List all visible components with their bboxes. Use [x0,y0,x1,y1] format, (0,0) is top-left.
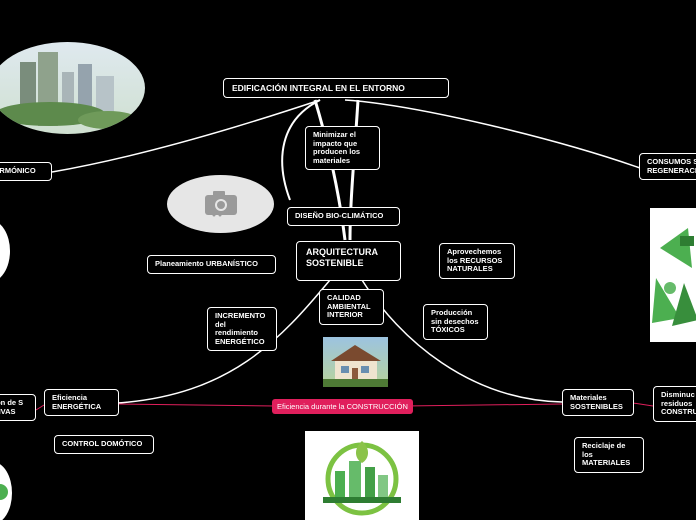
materiales-sostenibles-node[interactable]: Materiales SOSTENIBLES [562,389,634,416]
diseno-bioclimatico-node[interactable]: DISEÑO BIO-CLIMÁTICO [287,207,400,226]
produccion-sin-desechos-node[interactable]: Producción sin desechos TÓXICOS [423,304,488,340]
root-topic[interactable]: EDIFICACIÓN INTEGRAL EN EL ENTORNO [223,78,449,98]
minimizar-impacto-node[interactable]: Minimizar el impacto que producen los ma… [305,126,380,170]
incremento-energetico-node[interactable]: INCREMENTO del rendimiento ENERGÉTICO [207,307,277,351]
city-towers-image [0,42,145,134]
left-edge-node-bottom[interactable]: ión de S TIVAS [0,394,36,421]
eficiencia-energetica-node[interactable]: Eficiencia ENERGÉTICA [44,389,119,416]
house-image [323,337,388,387]
eco-city-image [305,431,419,520]
image-placeholder [167,175,274,233]
right-edge-node-top[interactable]: CONSUMOS S REGENERACI [639,153,696,180]
left-edge-image-top [0,220,10,282]
left-edge-image-bottom [0,462,12,520]
recursos-naturales-node[interactable]: Aprovechemos los RECURSOS NATURALES [439,243,515,279]
control-domotico-node[interactable]: CONTROL DOMÓTICO [54,435,154,454]
right-edge-node-bottom[interactable]: Disminuc residuos CONSTRU [653,386,696,422]
eficiencia-construccion-node[interactable]: Eficiencia durante la CONSTRUCCIÓN [272,399,413,414]
recycle-logo-image [650,208,696,342]
left-edge-node-top[interactable]: ARMÓNICO [0,162,52,181]
reciclaje-materiales-node[interactable]: Reciclaje de los MATERIALES [574,437,644,473]
calidad-ambiental-node[interactable]: CALIDAD AMBIENTAL INTERIOR [319,289,384,325]
central-topic[interactable]: ARQUITECTURA SOSTENIBLE [296,241,401,281]
camera-icon [205,191,237,217]
planeamiento-urbanistico-node[interactable]: Planeamiento URBANÍSTICO [147,255,276,274]
